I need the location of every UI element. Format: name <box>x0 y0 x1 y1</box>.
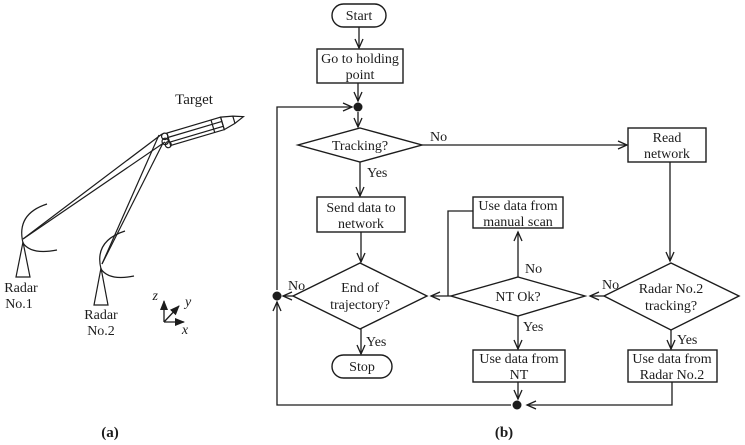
panel-a: Target Radar No.1 Radar No.2 z y x (a) <box>4 92 246 441</box>
endtraj-label-2: trajectory? <box>330 298 390 313</box>
endtraj-yes-label: Yes <box>366 335 386 350</box>
tracking-shape <box>295 127 425 163</box>
junction-dot-left <box>272 291 282 301</box>
usent-label-2: NT <box>510 368 529 383</box>
use-manual-scan-node: Use data from manual scan <box>472 196 564 230</box>
send-data-node: Send data to network <box>316 196 406 233</box>
start-label: Start <box>346 9 373 24</box>
goto-holding-point-node: Go to holding point <box>316 48 404 84</box>
radar1-label-line1: Radar <box>4 281 38 296</box>
send-shape <box>316 196 406 233</box>
tracking-decision-node: Tracking? <box>295 127 425 163</box>
axis-x-label: x <box>181 323 189 338</box>
radar2-label-line1: Radar <box>84 308 118 323</box>
radar2-yes-label: Yes <box>677 333 697 348</box>
endtraj-no-label: No <box>288 279 305 294</box>
usent-shape <box>472 349 566 383</box>
ntok-no-label: No <box>525 262 542 277</box>
axis-y-label: y <box>183 295 192 310</box>
goto-shape <box>316 48 404 84</box>
arrow-bottom-return <box>272 300 511 406</box>
send-label-2: network <box>338 217 384 232</box>
manual-label-2: manual scan <box>483 215 553 230</box>
useradar2-shape <box>627 349 718 383</box>
use-nt-node: Use data from NT <box>472 349 566 383</box>
radar2-tracking-decision-node: Radar No.2 tracking? <box>602 262 741 331</box>
manual-label-1: Use data from <box>478 199 557 214</box>
useradar2-label-1: Use data from <box>632 352 711 367</box>
junction-dot-top <box>353 102 363 112</box>
read-label-2: network <box>644 147 690 162</box>
tracking-label: Tracking? <box>332 139 388 154</box>
radar2-label-line2: No.2 <box>87 324 115 339</box>
junction-dot-bottom <box>512 400 522 410</box>
nt-ok-decision-node: NT Ok? <box>448 276 588 317</box>
radar1-dish-icon <box>15 203 58 278</box>
read-label-1: Read <box>653 131 682 146</box>
branch-labels: Yes No Yes No Yes No Yes No <box>288 130 697 350</box>
stop-shape <box>331 354 393 379</box>
panel-a-caption: (a) <box>101 425 119 441</box>
read-network-node: Read network <box>627 127 707 163</box>
radar2-no-label: No <box>602 278 619 293</box>
tracking-no-label: No <box>430 130 447 145</box>
usent-label-1: Use data from <box>479 352 558 367</box>
start-shape <box>331 3 387 28</box>
ntok-yes-label: Yes <box>523 320 543 335</box>
useradar2-label-2: Radar No.2 <box>640 368 705 383</box>
goto-label-1: Go to holding <box>321 52 399 67</box>
radar2q-label-1: Radar No.2 <box>639 282 704 297</box>
panel-b-caption: (b) <box>495 425 513 441</box>
tracking-yes-label: Yes <box>367 166 387 181</box>
endtraj-shape <box>291 262 429 330</box>
radar1-beam-lines <box>22 133 166 240</box>
line-manual-exit <box>447 210 473 296</box>
coordinate-axes-icon <box>160 300 185 326</box>
manual-shape <box>472 196 564 229</box>
endtraj-label-1: End of <box>341 281 379 296</box>
start-node: Start <box>331 3 387 28</box>
end-of-trajectory-decision-node: End of trajectory? <box>291 262 429 330</box>
arrow-return-to-top-junction <box>276 102 354 290</box>
arrow-useradar2-to-junction <box>525 382 673 410</box>
ntok-shape <box>448 276 588 317</box>
ntok-label: NT Ok? <box>495 290 540 305</box>
axis-z-label: z <box>152 289 159 304</box>
radar1-label-line2: No.1 <box>5 297 33 312</box>
radar2q-label-2: tracking? <box>645 299 697 314</box>
flow-connectors <box>272 27 676 410</box>
target-missile-icon <box>160 115 246 149</box>
send-label-1: Send data to <box>326 201 395 216</box>
read-shape <box>627 127 707 163</box>
use-radar2-node: Use data from Radar No.2 <box>627 349 718 383</box>
target-label: Target <box>175 92 214 108</box>
goto-label-2: point <box>346 68 375 83</box>
panel-b: Start Go to holding point Tracking? Send… <box>272 3 741 441</box>
radar2-beam-lines <box>101 134 164 265</box>
radar2-dish-icon <box>93 230 135 306</box>
stop-node: Stop <box>331 354 393 379</box>
radar2q-shape <box>602 262 741 331</box>
stop-label: Stop <box>349 360 375 375</box>
